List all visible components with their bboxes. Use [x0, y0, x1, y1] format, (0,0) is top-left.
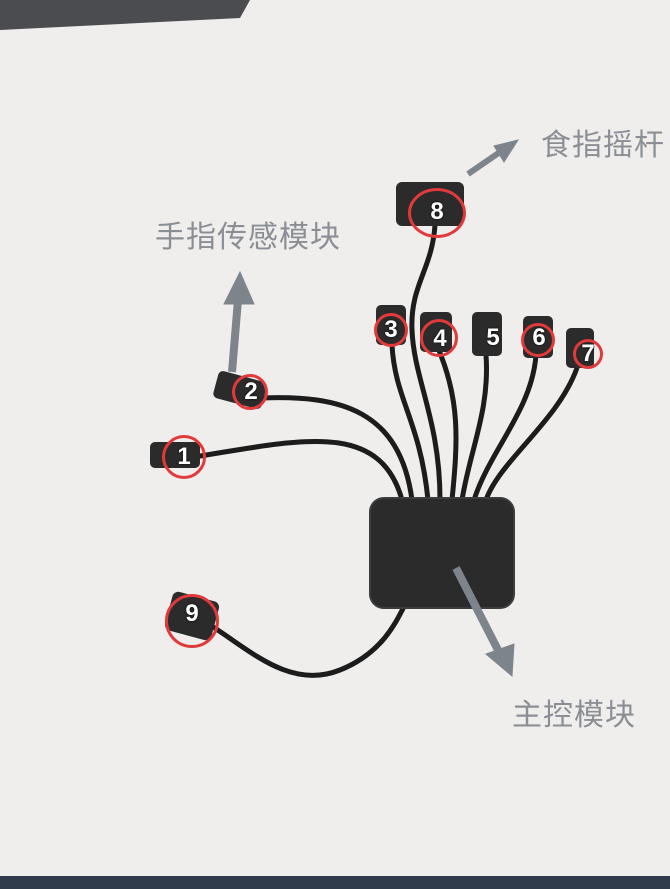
sensor-number-4: 4	[433, 325, 447, 352]
sensor-number-9: 9	[185, 600, 199, 627]
arrow-finger-head	[223, 270, 255, 305]
ring-3	[374, 313, 408, 347]
cable-4	[435, 345, 459, 503]
sensor-number-5: 5	[486, 324, 500, 351]
arrow-main-line	[452, 566, 502, 652]
arrow-finger-line	[228, 299, 242, 373]
cable-3	[389, 342, 431, 503]
cable-2	[259, 395, 415, 503]
top-edge-shadow	[0, 0, 250, 30]
ring-7	[573, 339, 603, 369]
cables	[197, 222, 581, 678]
arrow-main-head	[485, 643, 515, 678]
sensor-5-body	[472, 312, 502, 356]
cable-9	[207, 597, 411, 678]
ring-1	[162, 435, 206, 479]
main-control-box	[370, 498, 514, 608]
cable-7	[483, 362, 581, 503]
arrow-index-line	[466, 149, 502, 177]
sensor-number-8: 8	[430, 198, 444, 225]
cable-8	[409, 222, 443, 503]
arrow-index-head	[493, 139, 520, 163]
arrows	[223, 139, 520, 678]
cable-6	[471, 352, 539, 503]
ring-4	[420, 319, 458, 357]
ring-6	[521, 323, 555, 357]
ring-8	[408, 188, 466, 238]
ring-9	[165, 594, 219, 648]
sensor-number-1: 1	[177, 443, 191, 470]
sensor-number-2: 2	[244, 378, 258, 405]
label-main-control-module: 主控模块	[512, 698, 636, 733]
cable-5	[459, 352, 490, 503]
label-index-joystick: 食指摇杆	[541, 128, 665, 163]
sensor-number-3: 3	[384, 316, 398, 343]
ring-2	[232, 374, 268, 410]
sensor-number-7: 7	[581, 340, 595, 367]
bottom-edge	[0, 876, 670, 889]
sensor-number-6: 6	[532, 324, 546, 351]
label-finger-sensor-module: 手指传感模块	[155, 220, 341, 255]
cable-1	[197, 438, 405, 503]
